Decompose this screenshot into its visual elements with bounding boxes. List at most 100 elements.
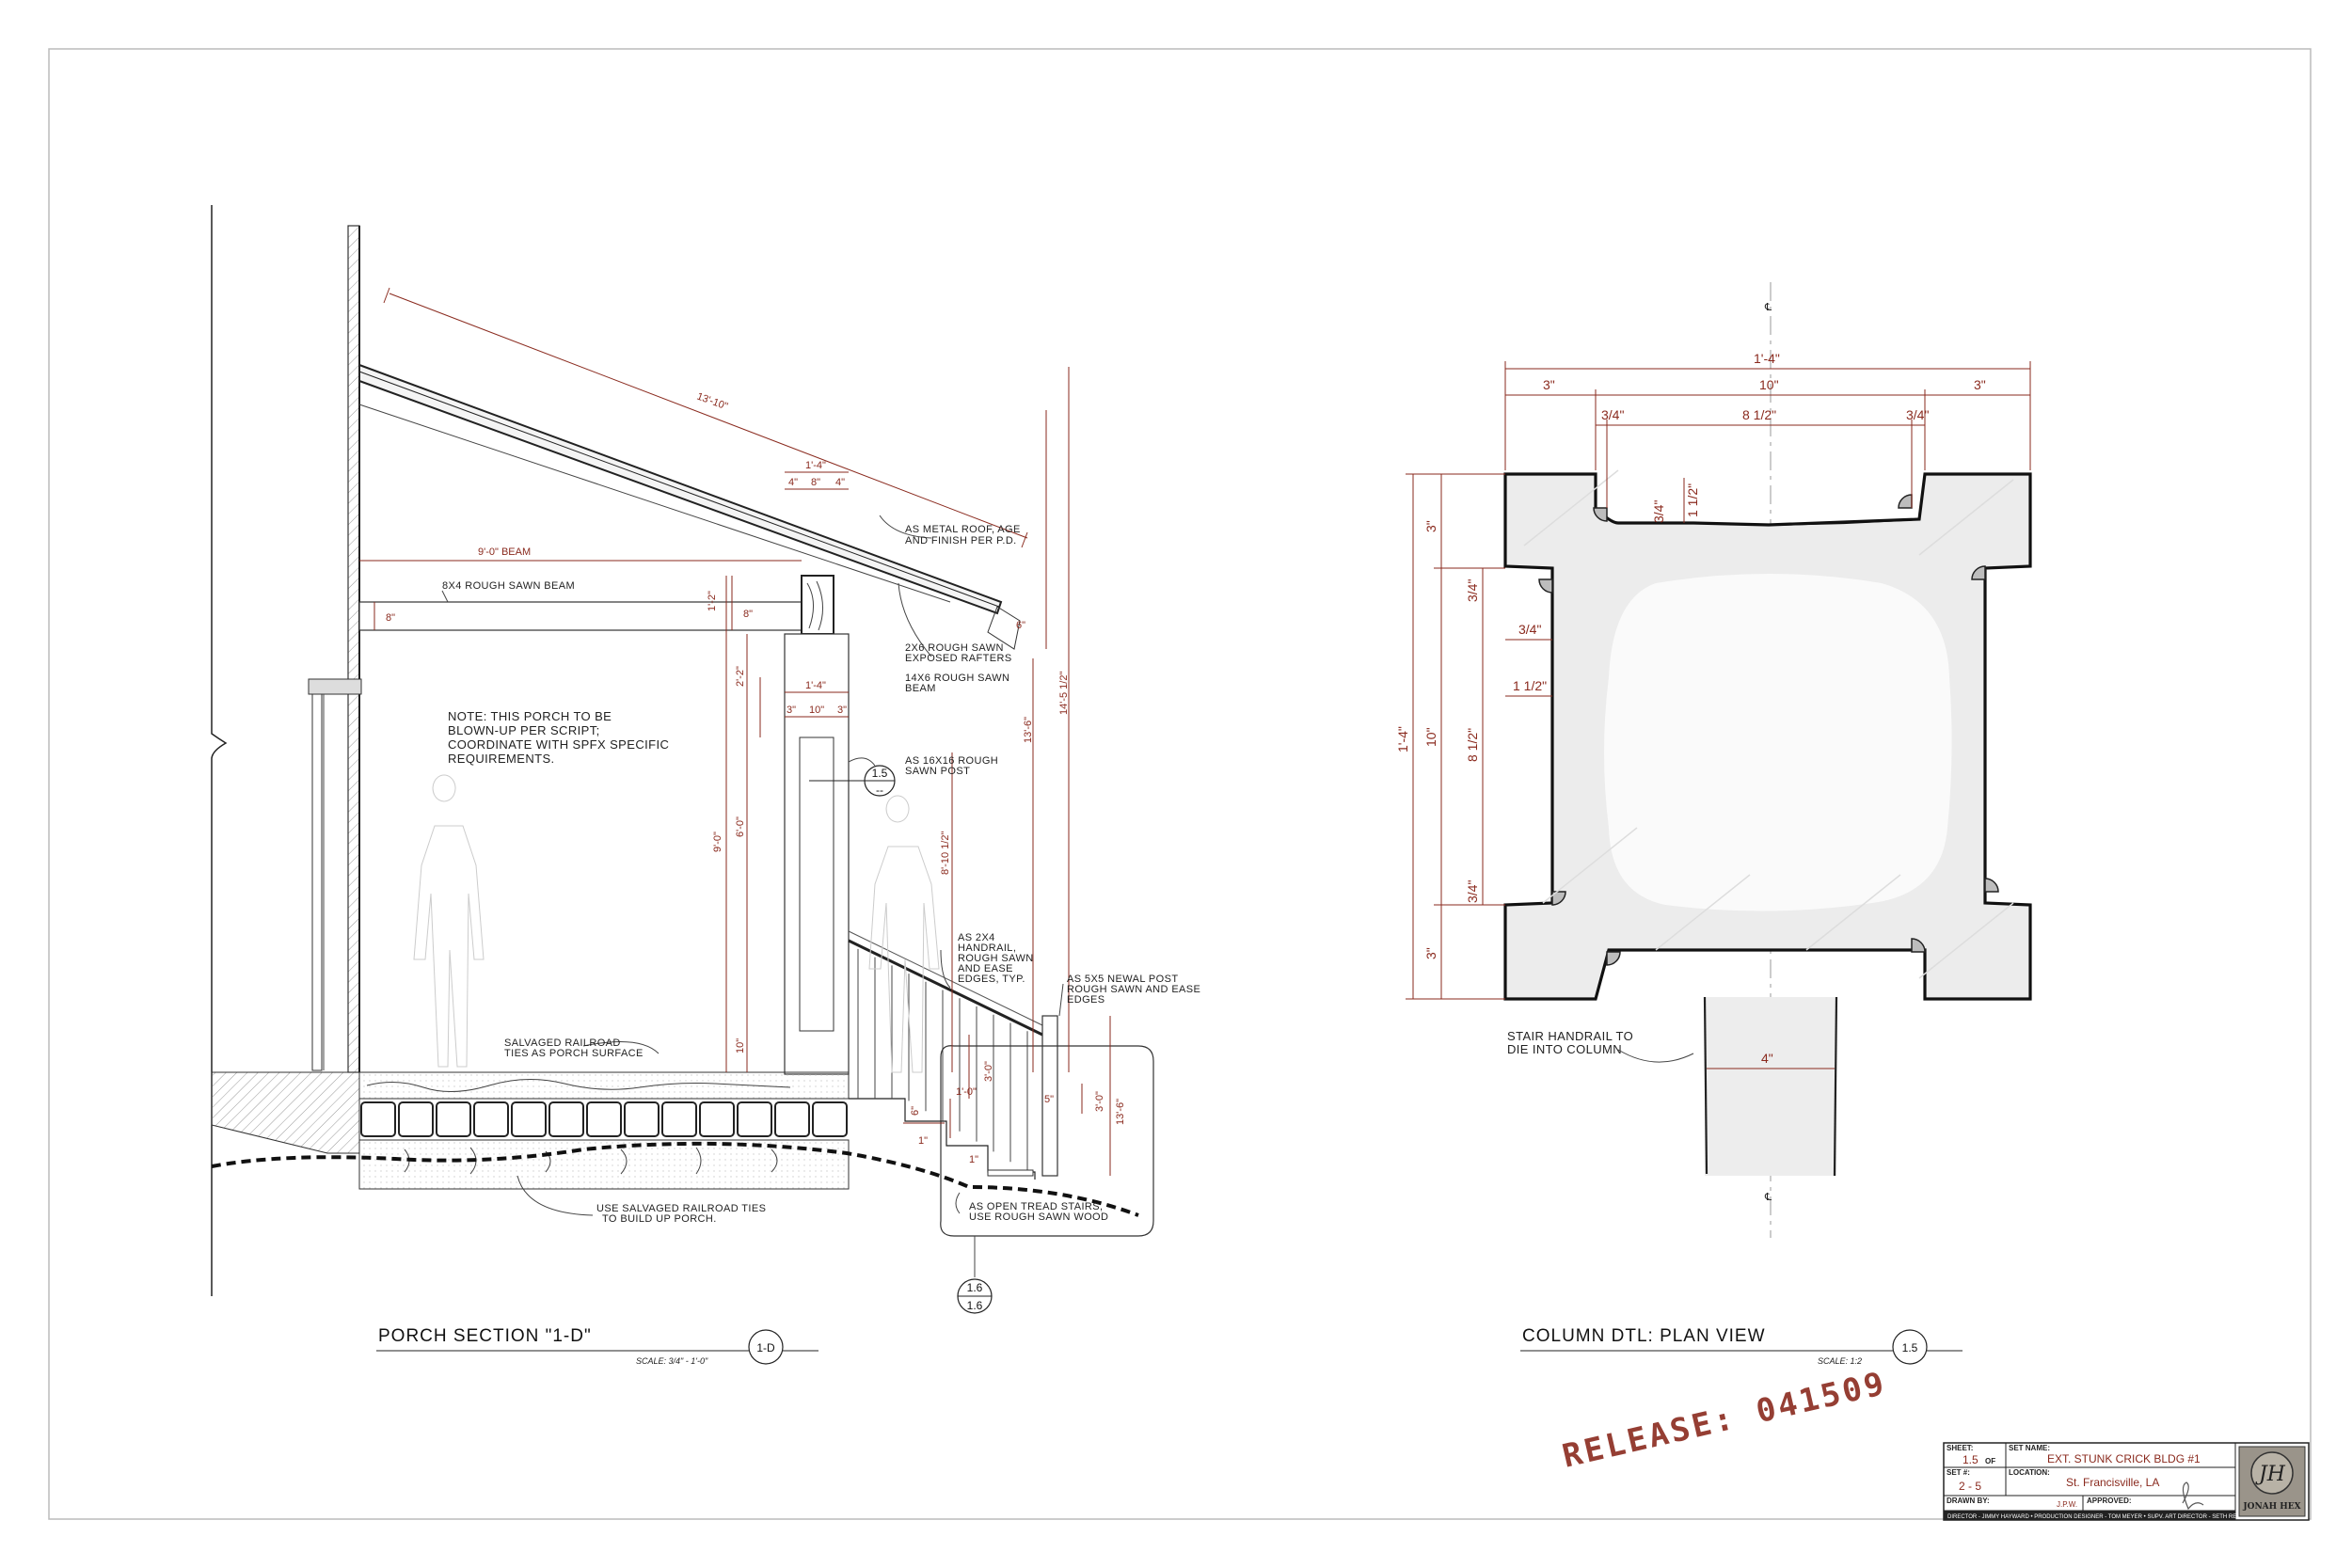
- railroad-tie: [473, 1101, 509, 1137]
- dim-post-top: 1'-4": [805, 460, 826, 471]
- callout-newal-1: AS 5X5 NEWAL POST: [1067, 974, 1178, 985]
- centerline-top: ℄: [1764, 302, 1772, 313]
- railroad-ties: [360, 1101, 848, 1137]
- col-dim-inner-v1: 3/4": [1651, 500, 1666, 523]
- callout-handrail-5: EDGES, TYP.: [958, 974, 1025, 985]
- col-dim-center-left: 10": [1423, 727, 1438, 747]
- human-figure-left: [413, 774, 485, 1068]
- release-stamp: RELEASE: 041509: [1559, 1365, 1890, 1476]
- logo-text: JONAH HEX: [2242, 1502, 2300, 1512]
- dim-wall-height: 9'-0": [712, 832, 723, 852]
- railroad-tie: [586, 1101, 622, 1137]
- col-dim-inner-h2: 1 1/2": [1513, 678, 1547, 693]
- tb-set-name-label: SET NAME:: [2009, 1444, 2050, 1452]
- porch-section-drawing: 1.5 -- 1.6 1.6 NOTE: THIS PORCH TO BE BL…: [211, 205, 1200, 1366]
- dim-post-part2-1: 3": [787, 705, 796, 716]
- railroad-tie: [661, 1101, 697, 1137]
- dim-stair-run: 1'-0": [956, 1086, 977, 1098]
- tb-set-value: 2 - 5: [1959, 1480, 1981, 1493]
- tb-drawn-label: DRAWN BY:: [1947, 1497, 1990, 1505]
- col-dim-inner-v2: 1 1/2": [1685, 483, 1700, 517]
- tb-sheet-value: 1.5: [1963, 1453, 1979, 1466]
- tb-set-name-value: EXT. STUNK CRICK BLDG #1: [2047, 1452, 2201, 1465]
- dim-post-part-2: 8": [811, 477, 820, 488]
- human-figure-right: [868, 795, 940, 1073]
- callout-stairs-1: AS OPEN TREAD STAIRS,: [969, 1201, 1103, 1212]
- dim-stair-rise: 6": [910, 1106, 921, 1116]
- col-dim-overall-top: 1'-4": [1754, 351, 1780, 366]
- col-dim-bottom-left: 3": [1423, 947, 1438, 959]
- col-dim-a-left: 3/4": [1465, 579, 1480, 602]
- tb-set-label: SET #:: [1947, 1468, 1970, 1477]
- dim-rail-h: 3'-0": [983, 1061, 994, 1082]
- section-bubble-bottom: --: [876, 784, 883, 797]
- dim-post-part2-3: 3": [837, 705, 847, 716]
- callout-rafters-2: EXPOSED RAFTERS: [905, 653, 1012, 664]
- tb-location-label: LOCATION:: [2009, 1468, 2050, 1477]
- detail-bubble-top: 1.6: [967, 1281, 983, 1294]
- railroad-tie: [398, 1101, 434, 1137]
- dim-beam-block-gap: 1'-2": [707, 591, 718, 611]
- tb-approved-label: APPROVED:: [2087, 1497, 2132, 1505]
- callout-handrail-3: ROUGH SAWN: [958, 953, 1034, 964]
- col-dim-a-top: 3/4": [1601, 407, 1624, 422]
- handrail-note-2: DIE INTO COLUMN: [1507, 1042, 1622, 1056]
- railroad-tie: [436, 1101, 471, 1137]
- centerline-bottom: ℄: [1764, 1192, 1772, 1203]
- railroad-tie: [737, 1101, 772, 1137]
- col-dim-left-top: 3": [1543, 377, 1555, 392]
- quarter-round: [1984, 878, 1999, 893]
- callout-handrail-4: AND EASE: [958, 963, 1013, 974]
- callout-railroad-surface-2: TIES AS PORCH SURFACE: [504, 1048, 644, 1059]
- handrail-dim: 4": [1761, 1051, 1773, 1066]
- dim-beam-length: 9'-0" BEAM: [478, 546, 531, 558]
- column-detail-scale: SCALE: 1:2: [1818, 1356, 1862, 1366]
- col-dim-overall-left: 1'-4": [1395, 726, 1410, 752]
- logo-mark: JH: [2255, 1463, 2286, 1486]
- porch-main-note-1: NOTE: THIS PORCH TO BE: [448, 709, 612, 723]
- porch-section-bubble: 1-D: [756, 1341, 775, 1354]
- quarter-round: [1898, 494, 1913, 509]
- col-dim-c-left: 3/4": [1465, 880, 1480, 903]
- col-dim-center-top: 10": [1759, 377, 1779, 392]
- callout-beam-14x6-2: BEAM: [905, 683, 936, 694]
- dim-beam-block: 8": [743, 609, 753, 620]
- callout-newal-3: EDGES: [1067, 994, 1105, 1006]
- dim-rail-gap: 5": [1044, 1094, 1054, 1105]
- dim-total-height: 13'-6": [1023, 717, 1034, 743]
- column-detail-title: COLUMN DTL: PLAN VIEW: [1522, 1326, 1766, 1346]
- approval-signature: [2182, 1481, 2204, 1511]
- col-dim-right-top: 3": [1974, 377, 1986, 392]
- col-dim-inner-h1: 3/4": [1518, 622, 1541, 637]
- dim-post-part2-2: 10": [809, 705, 824, 716]
- callout-metal-roof-2: AND FINISH PER P.D.: [905, 535, 1017, 546]
- quarter-round: [1551, 891, 1566, 906]
- quarter-round: [1971, 565, 1986, 580]
- dim-stair-1: 1": [918, 1135, 928, 1147]
- quarter-round: [1538, 578, 1553, 594]
- callout-post-2: SAWN POST: [905, 766, 970, 777]
- dim-newal-h1: 3'-0": [1094, 1091, 1105, 1112]
- dim-newal-h2: 13'-6": [1115, 1099, 1126, 1125]
- tb-sheet-label: SHEET:: [1947, 1444, 1973, 1452]
- callout-newal-2: ROUGH SAWN AND EASE: [1067, 984, 1200, 995]
- dim-stair-2: 1": [969, 1154, 978, 1165]
- tb-location-value: St. Francisville, LA: [2066, 1476, 2159, 1489]
- sheet-border: [48, 48, 2312, 1520]
- railroad-tie: [774, 1101, 810, 1137]
- quarter-round: [1911, 938, 1926, 953]
- railroad-tie: [511, 1101, 547, 1137]
- section-bubble-top: 1.5: [872, 767, 888, 780]
- callout-beam-8x4: 8X4 ROUGH SAWN BEAM: [442, 580, 575, 592]
- dim-overall-height: 14'-5 1/2": [1058, 672, 1070, 715]
- dim-clear-height: 8'-10 1/2": [940, 832, 951, 875]
- porch-main-note-3: COORDINATE WITH SPFX SPECIFIC: [448, 737, 669, 752]
- callout-handrail-2: HANDRAIL,: [958, 942, 1016, 954]
- detail-bubble-bottom: 1.6: [967, 1299, 983, 1312]
- callout-railroad-surface-1: SALVAGED RAILROAD: [504, 1037, 621, 1049]
- column-detail-drawing: ℄ ℄ 1': [1395, 282, 2032, 1366]
- railroad-tie: [548, 1101, 584, 1137]
- dim-post-width: 1'-4": [805, 680, 826, 691]
- col-dim-b-left: 8 1/2": [1465, 728, 1480, 762]
